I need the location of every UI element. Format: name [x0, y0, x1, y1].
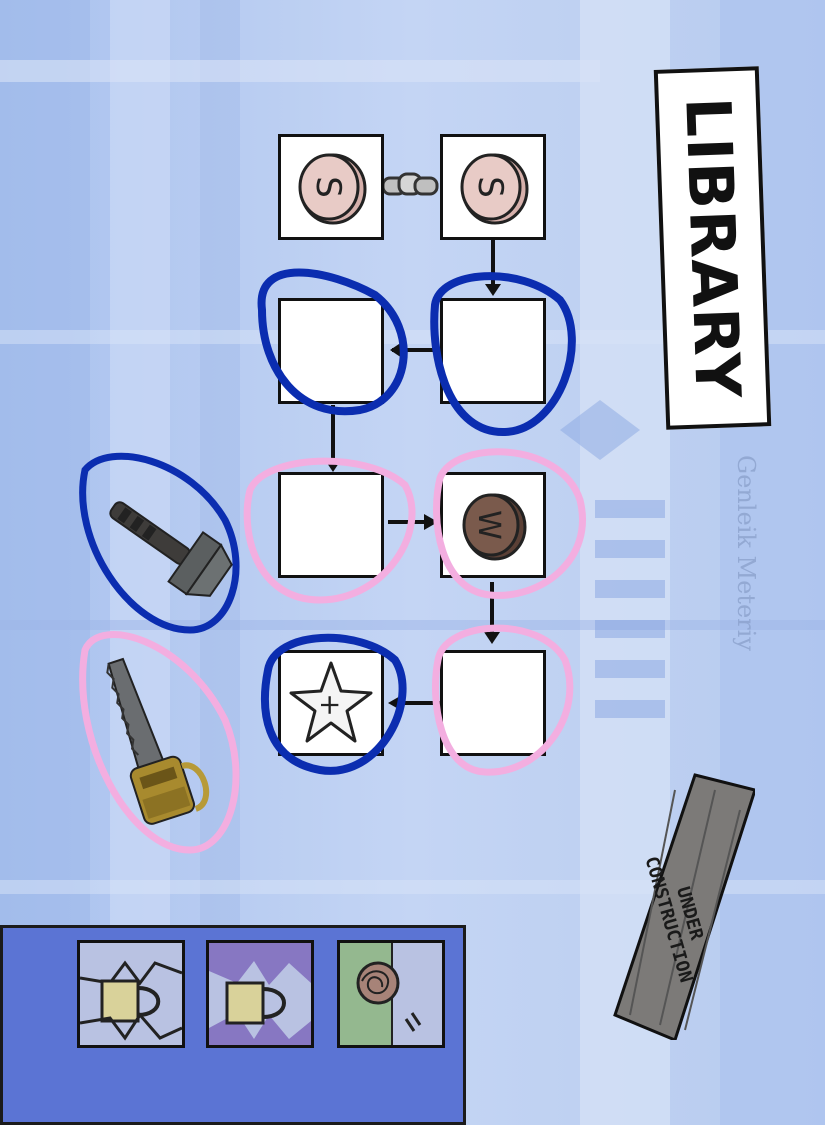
inventory-slot-3[interactable]	[337, 940, 445, 1048]
padlock-icon	[80, 943, 182, 1045]
location-title: LIBRARY	[671, 96, 754, 400]
location-title-box: LIBRARY	[654, 66, 771, 429]
scribble-ball-icon	[340, 943, 442, 1045]
inventory-slot-1[interactable]	[77, 940, 185, 1048]
padlock-icon	[209, 943, 311, 1045]
inventory-slot-2[interactable]	[206, 940, 314, 1048]
hammer-icon[interactable]	[80, 470, 240, 620]
chainsaw-icon[interactable]	[95, 640, 235, 840]
